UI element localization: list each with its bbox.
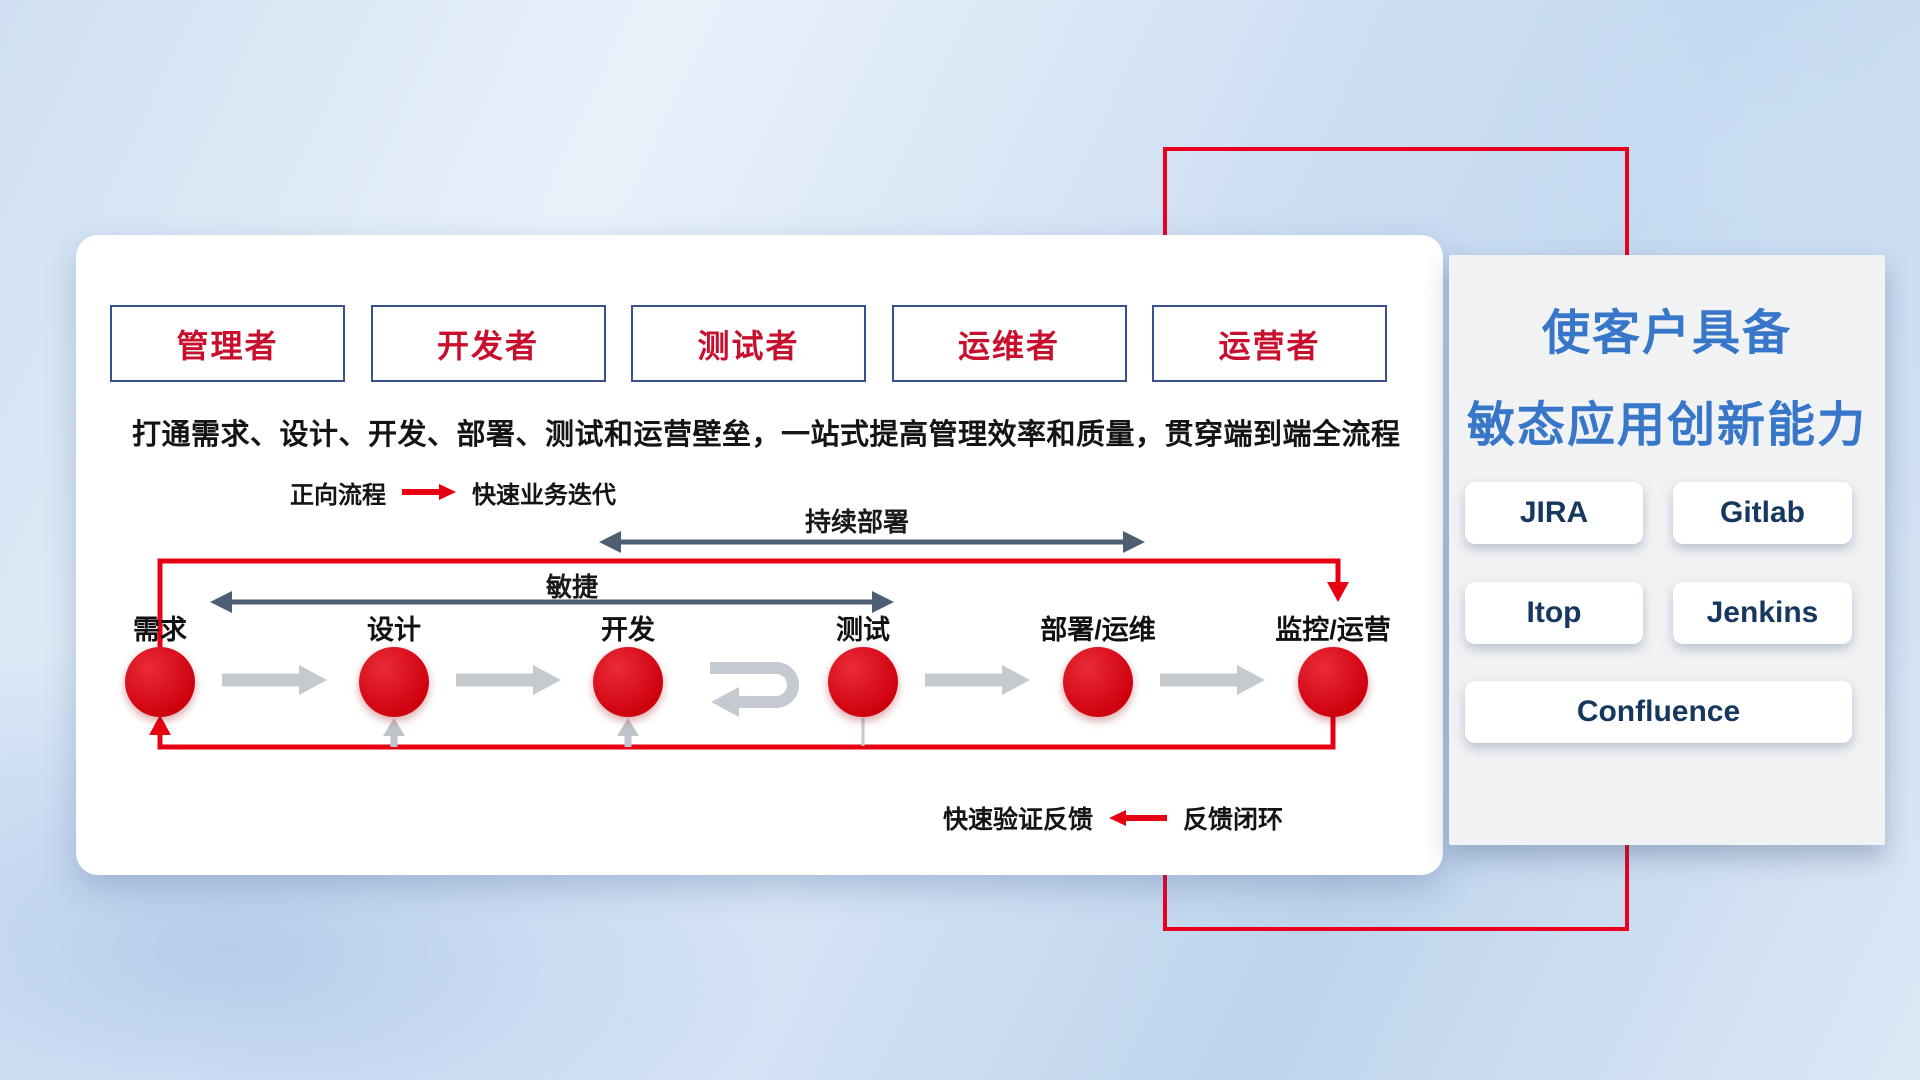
tool-chip-itop: Itop: [1465, 582, 1643, 644]
stage-label: 部署/运维: [1040, 615, 1156, 645]
stage-node-develop: 开发: [568, 615, 688, 717]
iteration-loop-icon: [710, 662, 799, 717]
stage-node-deploy-ops: 部署/运维: [1038, 615, 1158, 717]
devops-flow-card: 管理者 开发者 测试者 运维者 运营者 打通需求、设计、开发、部署、测试和运营壁…: [76, 235, 1443, 875]
roles-row: 管理者 开发者 测试者 运维者 运营者: [110, 305, 1387, 382]
panel-title-line2: 敏态应用创新能力: [1466, 399, 1867, 452]
stage-circle: [593, 647, 663, 717]
capability-panel: 使客户具备 敏态应用创新能力 JIRA Gitlab Itop Jenkins …: [1449, 255, 1885, 845]
stage-node-test: 测试: [803, 615, 923, 717]
stage-label: 设计: [367, 615, 421, 645]
agile-span-label: 敏捷: [545, 572, 598, 602]
red-right-arrow-icon: [402, 484, 456, 500]
stage-label: 测试: [836, 615, 890, 645]
stage-circle: [359, 647, 429, 717]
role-box-operator: 运营者: [1152, 305, 1387, 382]
role-label: 管理者: [176, 327, 279, 364]
role-label: 测试者: [697, 327, 800, 364]
panel-title-line1: 使客户具备: [1541, 307, 1792, 360]
stage-circle: [1298, 647, 1368, 717]
forward-flow-label: 正向流程: [290, 481, 386, 509]
feedback-label: 快速验证反馈: [943, 806, 1094, 834]
legend-forward: 正向流程 快速业务迭代: [290, 478, 616, 509]
tool-chip-jira: JIRA: [1465, 482, 1643, 544]
tool-chip-jenkins: Jenkins: [1673, 582, 1852, 644]
stage-node-monitor-operate: 监控/运营: [1273, 615, 1393, 717]
tool-chip-gitlab: Gitlab: [1673, 482, 1852, 544]
role-box-tester: 测试者: [631, 305, 866, 382]
role-box-developer: 开发者: [370, 305, 606, 382]
stage-node-design: 设计: [334, 615, 454, 717]
legend-feedback: 快速验证反馈 反馈闭环: [943, 803, 1284, 834]
role-box-manager: 管理者: [110, 305, 345, 382]
role-box-ops: 运维者: [891, 305, 1127, 382]
stage-circle: [1063, 647, 1133, 717]
feedback-value: 反馈闭环: [1183, 806, 1284, 834]
stage-label: 监控/运营: [1275, 615, 1391, 645]
role-label: 运营者: [1218, 327, 1321, 364]
stage-circle: [125, 647, 195, 717]
role-label: 运维者: [957, 327, 1060, 364]
flow-diagram: [149, 531, 1349, 750]
stage-label: 开发: [601, 615, 655, 645]
stage-node-requirement: 需求: [100, 615, 220, 717]
stage-label: 需求: [133, 615, 187, 645]
red-feedback-loop-line: [149, 715, 1336, 750]
stage-circle: [828, 647, 898, 717]
red-forward-loop-line: [157, 558, 1349, 647]
continuous-deploy-span-label: 持续部署: [804, 507, 909, 537]
forward-flow-value: 快速业务迭代: [472, 481, 616, 509]
role-label: 开发者: [436, 327, 539, 364]
description-text: 打通需求、设计、开发、部署、测试和运营壁垒，一站式提高管理效率和质量，贯穿端到端…: [132, 419, 1401, 451]
tool-chip-confluence: Confluence: [1465, 681, 1852, 743]
red-left-arrow-icon: [1109, 810, 1168, 826]
